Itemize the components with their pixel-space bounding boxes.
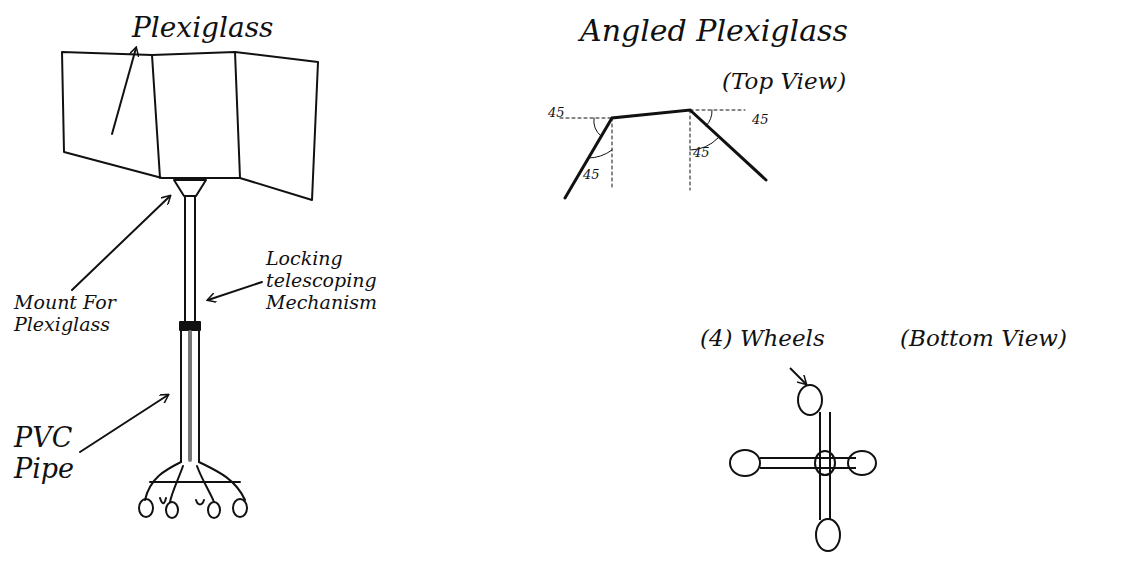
part-label: PVC Pipe [14,422,86,484]
view-label: (Top View) [722,68,846,94]
top-view-sketch [560,110,766,198]
part-label: Plexiglass [132,12,273,44]
view-title: Angled Plexiglass [580,14,848,49]
angle-dimension: 45 [583,168,600,183]
part-label: (4) Wheels [700,325,825,351]
view-label: (Bottom View) [900,325,1067,351]
angle-dimension: 45 [693,146,710,161]
part-label: Mount For Plexiglass [14,292,124,336]
part-label: Locking telescoping Mechanism [266,248,396,314]
angle-dimension: 45 [548,106,565,121]
bottom-view-sketch [730,368,876,551]
angle-dimension: 45 [752,113,769,128]
